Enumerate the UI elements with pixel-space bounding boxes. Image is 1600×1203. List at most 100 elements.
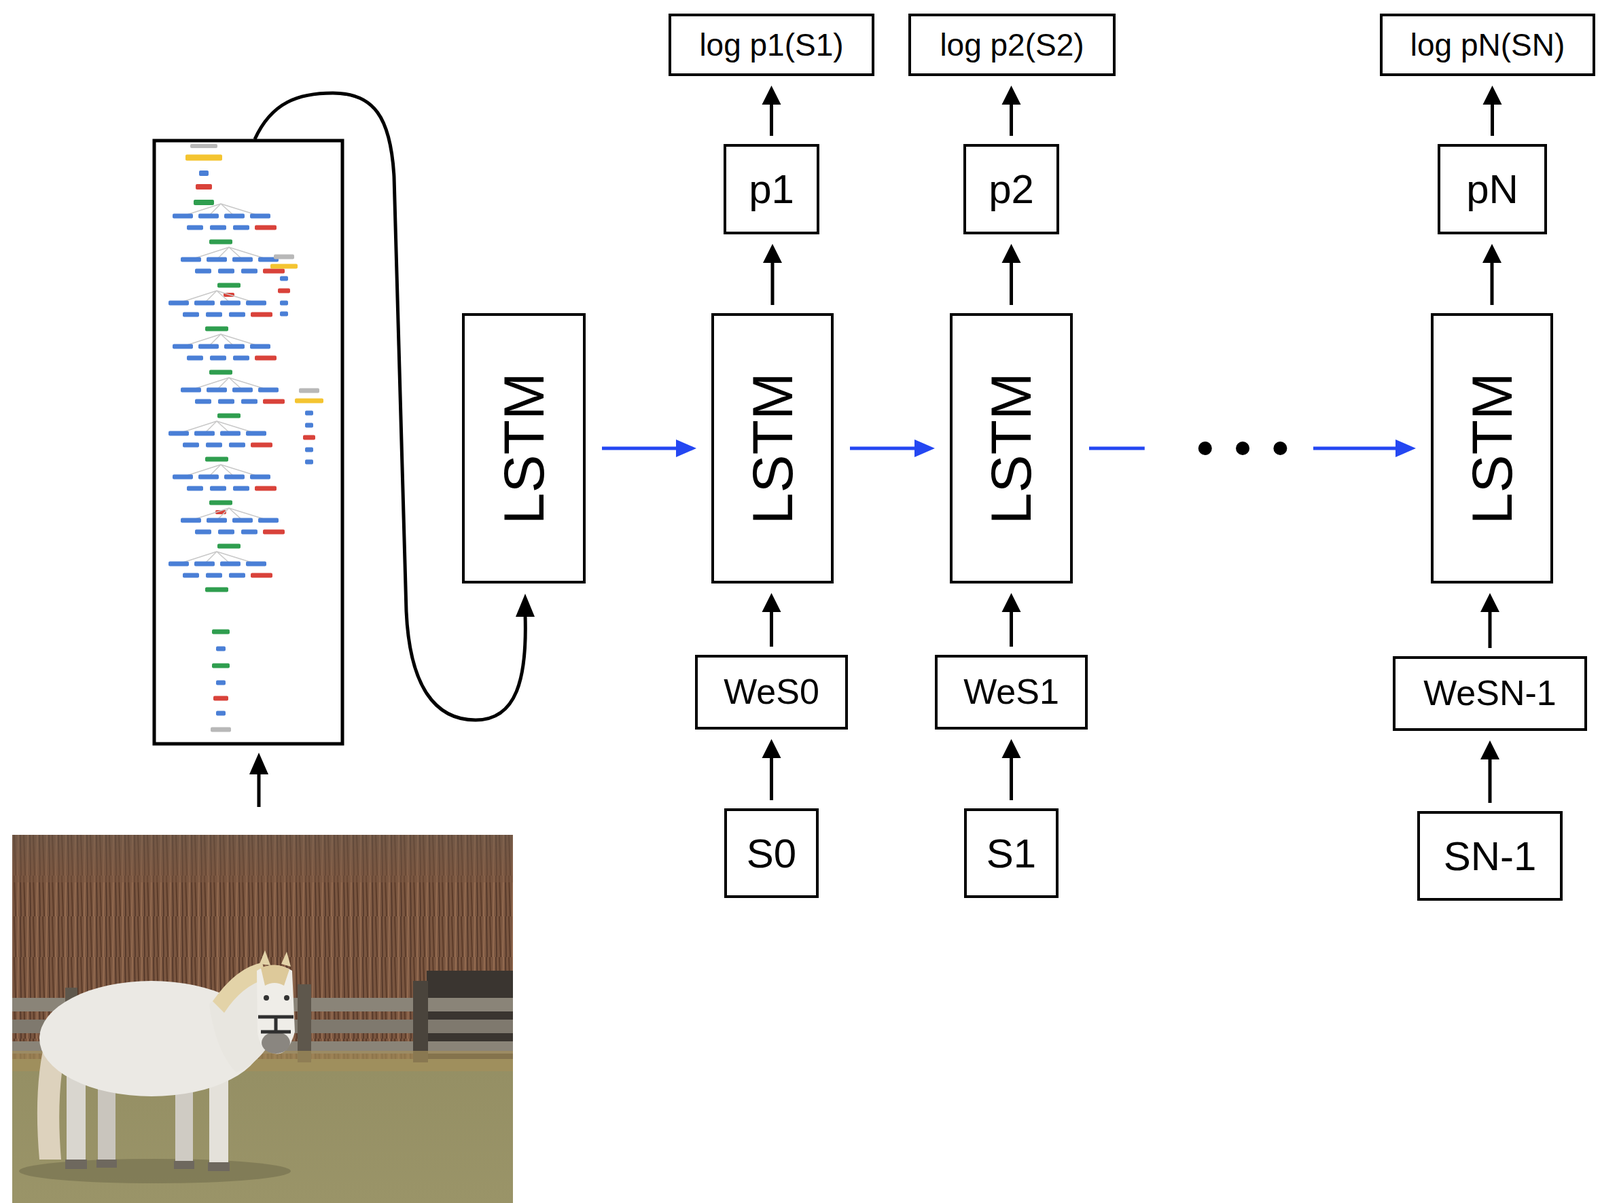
network-layer [279,311,289,317]
network-layer [209,225,227,231]
arrow-head [1002,85,1022,105]
network-layer [233,356,250,361]
network-layer [305,459,314,465]
network-layer [172,344,193,350]
connector-line [1009,100,1013,136]
text-box: log pN(SN) [1379,13,1596,77]
network-layer [245,431,267,437]
network-layer [216,646,226,652]
network-layer [250,442,273,448]
network-layer [193,199,215,206]
network-layer [217,283,241,289]
arrow-head [762,593,782,613]
network-layer [294,398,324,404]
arrow-head [762,85,782,105]
text-box: p1 [723,144,820,235]
network-layer [185,154,223,162]
arrow-head [1480,740,1500,760]
connector-line [1009,754,1013,801]
network-layer [305,447,314,453]
network-layer [279,300,289,306]
network-layer [205,587,229,593]
network-layer [245,561,267,567]
network-layer [168,561,189,567]
network-layer [209,239,233,245]
box-label: pN [1466,165,1519,213]
network-layer [250,474,271,480]
network-layer [224,344,245,350]
network-layer [254,225,277,231]
connector-line [1488,755,1492,804]
network-layer [220,431,241,437]
network-layer [298,388,320,394]
connector-arrow [1480,740,1500,804]
lstm-cell: LSTM [1430,313,1554,584]
network-layer [198,344,219,350]
network-layer [194,399,212,405]
network-layer [172,214,193,219]
network-layer [205,457,229,462]
network-layer [250,214,271,219]
box-label: WeSN-1 [1423,673,1557,715]
connector-line [1089,447,1400,451]
network-layer [211,663,230,669]
arrow-head [515,593,535,617]
network-layer [182,312,200,318]
network-layer [232,518,253,524]
connector-line [769,100,774,136]
box-label: WeS0 [723,671,820,713]
network-layer [194,561,215,567]
box-label: SN-1 [1443,832,1537,880]
arrow-head [914,439,935,458]
connector-line [601,447,681,451]
network-layer [180,518,202,524]
network-layer [273,254,295,260]
horse-photo [12,834,513,1203]
connector-line [1009,608,1013,647]
network-layer [218,269,235,274]
lstm-cell: LSTM [461,313,586,584]
network-layer [220,561,241,567]
arrow-head [249,752,269,775]
network-layer [245,300,267,306]
network-layer [180,257,202,263]
network-layer [198,214,219,219]
connector-line [769,754,774,801]
network-layer [210,727,231,733]
connector-line [771,258,775,306]
connector-arrow [1480,593,1500,649]
network-layer [262,399,285,405]
box-label: log pN(SN) [1410,27,1566,64]
text-box: p2 [963,144,1060,235]
arrow-head [762,739,782,759]
connector-line [769,608,774,647]
network-layer [216,680,226,686]
arrow-head [1002,593,1022,613]
cell-label: LSTM [491,372,558,525]
connector-arrow [1002,85,1022,136]
connector-arrow [601,439,697,458]
connector-arrow [762,85,782,136]
network-layer [224,474,245,480]
text-box: WeS1 [934,654,1088,730]
arrow-head [1482,243,1502,263]
connector-arrow [762,593,782,647]
connector-arrow [1002,243,1022,306]
network-layer [232,257,253,263]
network-layer [194,300,215,306]
connector-arrow [1002,593,1022,647]
arrow-head [1002,739,1022,759]
network-layer [209,370,233,376]
arrow-head [1395,439,1416,458]
network-layer [232,387,253,393]
network-layer [233,225,250,231]
arrow-head [1480,593,1500,613]
network-layer [194,431,215,437]
network-layer [241,399,258,405]
network-layer [168,300,189,306]
arrow-head [762,243,782,263]
network-layer [205,326,229,332]
box-label: S0 [746,830,797,878]
ellipsis-dot [1198,441,1213,456]
network-layer [262,529,285,535]
